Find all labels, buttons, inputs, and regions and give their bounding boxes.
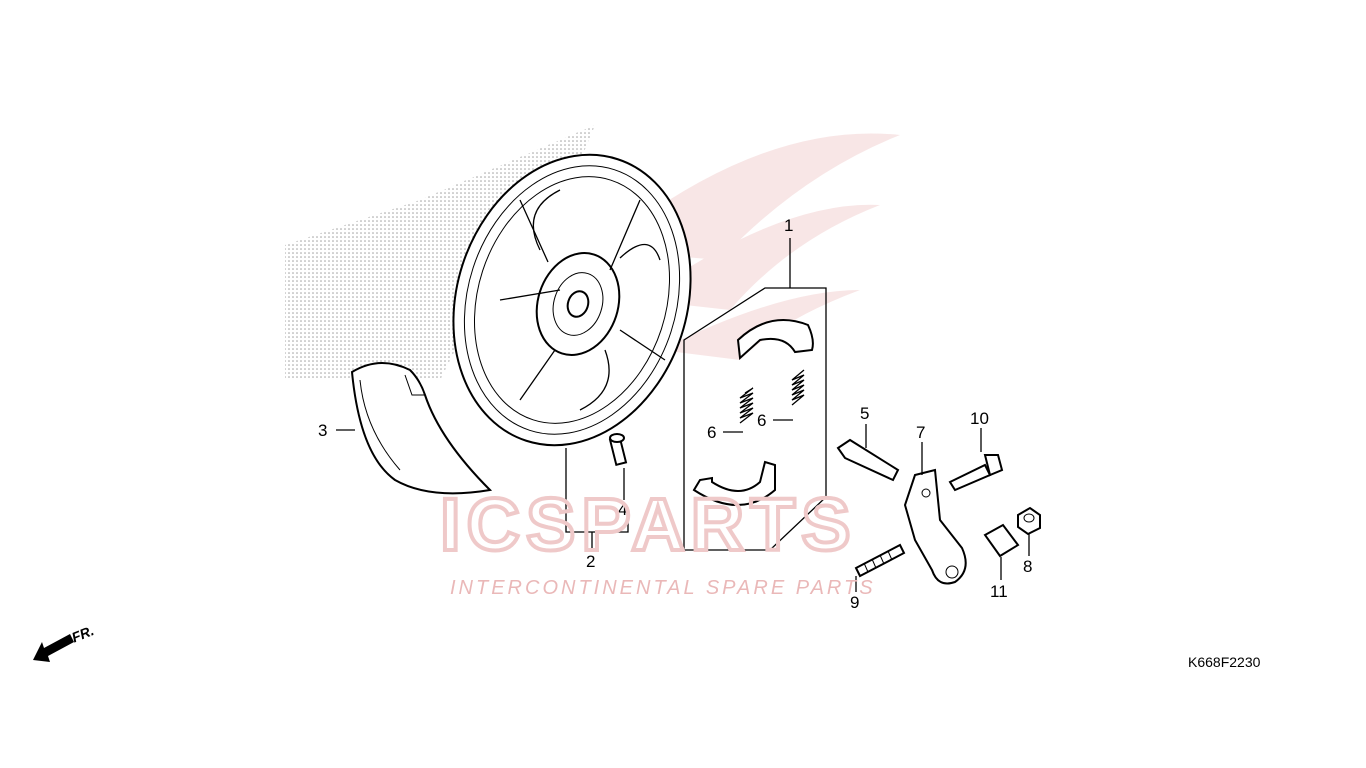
callout-5: 5 (860, 404, 869, 423)
front-label: FR. (69, 622, 96, 645)
callout-3: 3 (318, 421, 327, 440)
watermark-brand: ICSPARTS (440, 483, 857, 566)
collar-part-11 (983, 523, 1020, 558)
watermark-tagline: INTERCONTINENTAL SPARE PARTS (450, 577, 876, 599)
bolt-part-5 (836, 438, 900, 482)
brake-arm-part-7 (903, 468, 967, 585)
diagram-code: K668F2230 (1188, 654, 1261, 670)
air-valve-part-4 (608, 433, 628, 467)
callout-4: 4 (618, 500, 627, 519)
front-arrow-icon (33, 634, 74, 662)
spring-part-9 (854, 543, 906, 578)
callout-1: 1 (784, 216, 793, 235)
callout-9: 9 (850, 593, 859, 612)
brake-shoe-set (683, 287, 827, 551)
spring-6b (791, 369, 805, 406)
callout-6a: 6 (707, 423, 716, 442)
nut-part-8 (1017, 506, 1041, 536)
callout-2: 2 (586, 552, 595, 571)
callout-6b: 6 (757, 411, 766, 430)
bolt-part-10 (948, 454, 1004, 492)
spring-6a (739, 387, 754, 424)
callout-11: 11 (990, 582, 1008, 601)
callout-7: 7 (916, 423, 925, 442)
leader-lines (336, 238, 1030, 592)
rear-wheel (452, 153, 692, 447)
callout-8: 8 (1023, 557, 1032, 576)
callout-10: 10 (970, 409, 989, 428)
tyre-part-3 (350, 362, 493, 495)
